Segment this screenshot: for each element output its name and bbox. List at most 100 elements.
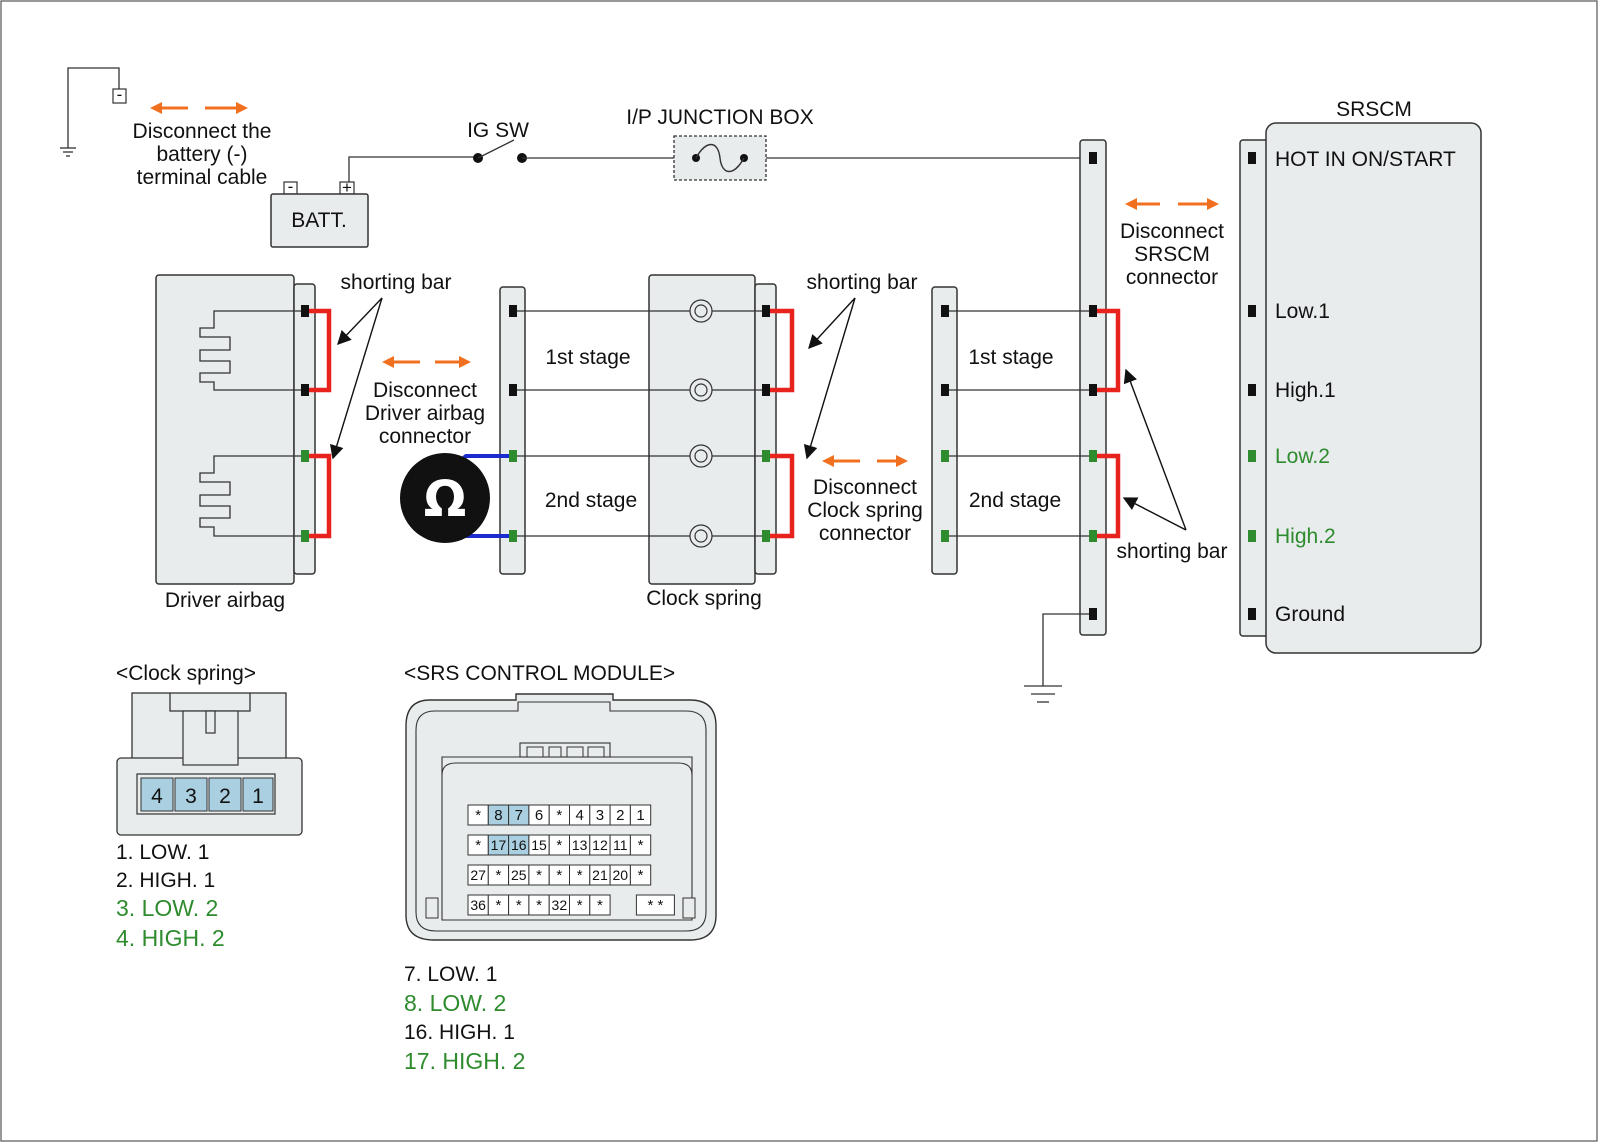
battery-label: BATT.: [291, 209, 347, 232]
ohm-symbol: Ω: [424, 470, 467, 528]
srs-pin-label: 16: [511, 837, 527, 853]
srs-pin-label: *: [638, 837, 644, 854]
srs-module-legend-2: 8. LOW. 2: [404, 990, 506, 1016]
junction-box: [673, 135, 767, 181]
driver-airbag-shorting-bar-label: shorting bar: [341, 271, 452, 294]
srs-pin-cell: [629, 834, 652, 856]
srscm-shorting-bar-2: [1097, 453, 1121, 539]
clock-spring-shorting-bar-2: [770, 453, 795, 539]
srs-pin-label: 6: [535, 807, 543, 824]
srs-pin-label: *: [475, 807, 481, 824]
driver-airbag-disconnect-arrows: [382, 356, 471, 368]
left-second-stage-label: 2nd stage: [545, 489, 637, 512]
svg-text:+: +: [342, 178, 352, 197]
srs-pin-label: 21: [592, 867, 608, 883]
srscm-module: [1265, 122, 1482, 654]
clock-spring-connector-face: 4 3 2 1: [116, 692, 303, 836]
battery-wire: [348, 156, 477, 182]
srs-pin-cell: [635, 894, 675, 916]
clock-spring-pin: 3: [185, 785, 197, 808]
srscm-pin-high1: High.1: [1275, 379, 1336, 402]
srscm-pin-ground: Ground: [1275, 603, 1345, 626]
srscm-pin-hot-in: HOT IN ON/START: [1275, 148, 1456, 171]
driver-disconnect-line2: Driver airbag: [365, 402, 485, 425]
battery-ground-symbol: -: [60, 67, 127, 157]
srs-pin-label: *: [556, 837, 562, 854]
clock-spring-connector: [754, 283, 777, 575]
srs-pin-label: 2: [616, 807, 624, 824]
srscm-pin-high2: High.2: [1275, 525, 1336, 548]
srs-module-legend-1: 7. LOW. 1: [404, 963, 497, 986]
clock-spring-harness-connector: [931, 286, 958, 575]
srs-pin-label: *: [577, 867, 583, 884]
clock-spring-disconnect-line1: Disconnect: [813, 476, 917, 499]
right-first-stage-label: 1st stage: [968, 346, 1053, 369]
clock-spring-legend-1: 1. LOW. 1: [116, 841, 209, 864]
srscm-disconnect-line2: SRSCM: [1134, 243, 1210, 266]
clock-spring-legend-3: 3. LOW. 2: [116, 895, 218, 921]
driver-airbag-harness-connector: [499, 286, 526, 575]
srs-pin-label: *: [597, 897, 603, 914]
ground-wire: [1042, 613, 1089, 686]
srs-pin-label: 20: [612, 867, 628, 883]
junction-box-label: I/P JUNCTION BOX: [626, 106, 813, 129]
srs-pin-label: *: [536, 867, 542, 884]
srs-module-legend-4: 17. HIGH. 2: [404, 1048, 525, 1074]
clock-spring-pin: 2: [219, 785, 231, 808]
srscm-shorting-bar-label: shorting bar: [1117, 540, 1228, 563]
clock-spring-pin: 4: [151, 785, 163, 808]
ig-sw-label: IG SW: [467, 119, 529, 142]
srs-pin-cell: [589, 894, 611, 916]
srs-pin-cell: [629, 864, 652, 886]
srscm-disconnect-arrows: [1125, 198, 1219, 210]
right-second-stage-label: 2nd stage: [969, 489, 1061, 512]
clock-spring-pin: 1: [252, 785, 264, 808]
srs-pin-label: 15: [531, 837, 547, 853]
clock-spring-disconnect-line3: connector: [819, 522, 911, 545]
driver-disconnect-line1: Disconnect: [373, 379, 477, 402]
battery-disconnect-note-line3: terminal cable: [137, 166, 268, 189]
srs-module-legend-3: 16. HIGH. 1: [404, 1021, 515, 1044]
srs-pin-label: 3: [596, 807, 604, 824]
srs-pin-label: *: [475, 837, 481, 854]
srs-pin-label: 12: [592, 837, 608, 853]
battery-disconnect-arrows: [150, 102, 248, 114]
srs-pin-cell: [629, 804, 652, 826]
srs-pin-label: 36: [470, 897, 486, 913]
battery-disconnect-note-line1: Disconnect the: [133, 120, 272, 143]
srs-pin-label: *: [496, 867, 502, 884]
srs-pin-label: *: [556, 867, 562, 884]
svg-text:-: -: [117, 85, 123, 104]
srscm-disconnect-line1: Disconnect: [1120, 220, 1224, 243]
battery: - + BATT.: [270, 177, 369, 248]
srs-pin-label: * *: [647, 897, 663, 914]
srs-pin-label: *: [516, 897, 522, 914]
srscm-disconnect-line3: connector: [1126, 266, 1218, 289]
srs-pin-label: *: [638, 867, 644, 884]
driver-airbag-shorting-bar-1: [309, 308, 332, 393]
srs-pin-label: 32: [552, 897, 568, 913]
svg-text:-: -: [288, 177, 294, 196]
left-first-stage-label: 1st stage: [545, 346, 630, 369]
srs-pin-label: *: [577, 897, 583, 914]
driver-airbag-shorting-bar-2: [309, 453, 332, 539]
clock-spring-shorting-bar-label: shorting bar: [807, 271, 918, 294]
clock-spring-connector-title: <Clock spring>: [116, 662, 256, 685]
driver-disconnect-line3: connector: [379, 425, 471, 448]
clock-spring-disconnect-arrows: [822, 455, 908, 467]
ignition-switch: [473, 139, 527, 163]
srscm-pin-low1: Low.1: [1275, 300, 1330, 323]
ohmmeter-icon: [400, 453, 490, 543]
srs-pin-label: 11: [613, 837, 628, 853]
srscm-pin-low2: Low.2: [1275, 445, 1330, 468]
srs-module-connector-title: <SRS CONTROL MODULE>: [404, 662, 675, 685]
ground-symbol: [1024, 685, 1062, 703]
driver-airbag-label: Driver airbag: [165, 589, 285, 612]
clock-spring-shorting-bar-1: [770, 308, 795, 393]
airbag-squib-2: [199, 455, 301, 537]
srscm-title: SRSCM: [1336, 98, 1412, 121]
